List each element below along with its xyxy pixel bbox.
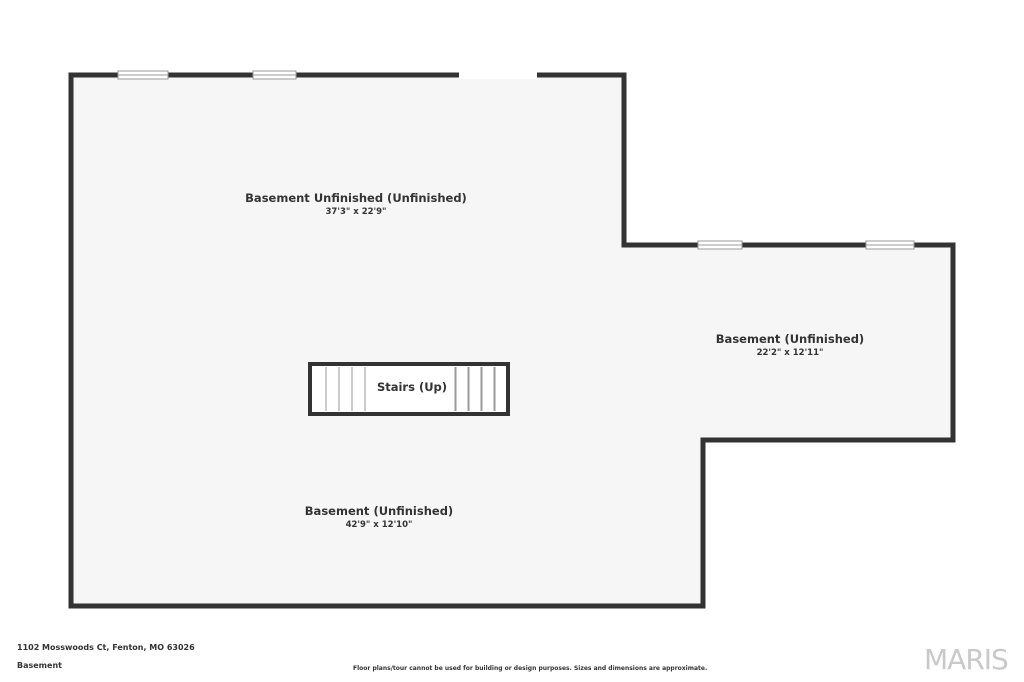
room-name: Basement (Unfinished): [305, 504, 453, 518]
window: [865, 240, 915, 250]
door-opening: [459, 71, 537, 79]
room-name: Basement (Unfinished): [716, 332, 864, 346]
disclaimer-text: Floor plans/tour cannot be used for buil…: [353, 665, 708, 672]
stairs: Stairs (Up): [308, 362, 510, 416]
property-address: 1102 Mosswoods Ct, Fenton, MO 63026: [17, 643, 195, 652]
window: [697, 240, 743, 250]
window: [252, 70, 297, 80]
stairs-label: Stairs (Up): [377, 380, 447, 394]
maris-logo: MARIS: [924, 643, 1009, 676]
room-dimensions: 22'2" x 12'11": [757, 348, 824, 358]
room-dimensions: 42'9" x 12'10": [346, 520, 413, 530]
window: [117, 70, 169, 80]
floor-area: [68, 72, 956, 609]
room-name: Basement Unfinished (Unfinished): [245, 191, 467, 205]
floor-label: Basement: [17, 661, 62, 670]
room-dimensions: 37'3" x 22'9": [326, 207, 387, 217]
